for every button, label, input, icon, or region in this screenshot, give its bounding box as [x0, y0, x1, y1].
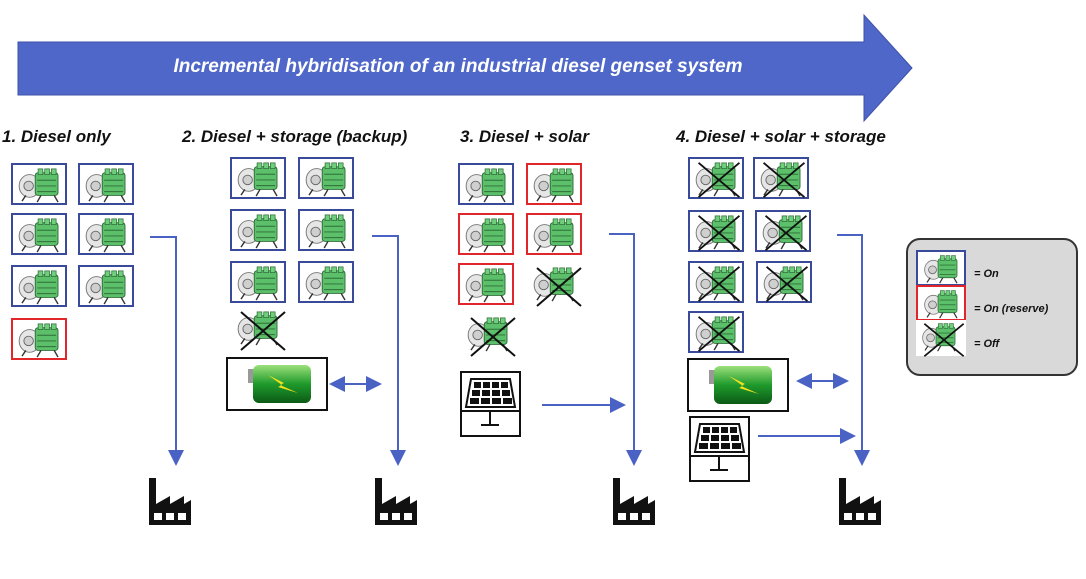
- solar-panel-icon: [462, 378, 519, 426]
- diesel-engine-icon: [85, 270, 126, 305]
- diesel-engine-icon: [305, 162, 346, 197]
- diesel-engine-icon: [85, 168, 126, 203]
- solar-box-scenario-4: [689, 416, 750, 482]
- legend: = On = On (reserve) = Off: [906, 238, 1078, 376]
- genset-reserve: [526, 213, 582, 255]
- scenario-title-2: 2. Diesel + storage (backup): [182, 127, 408, 146]
- genset-off: [232, 308, 288, 351]
- genset-off: [688, 311, 744, 353]
- scenario-title-1: 1. Diesel only: [2, 127, 111, 146]
- diesel-engine-icon: [237, 214, 278, 249]
- solar-box-scenario-3: [460, 371, 521, 437]
- legend-genset-off: [916, 320, 966, 357]
- genset-reserve: [458, 213, 514, 255]
- genset-on: [458, 163, 514, 205]
- genset-on: [298, 261, 354, 303]
- battery-icon: [248, 365, 311, 403]
- legend-label-reserve: = On (reserve): [974, 303, 1049, 315]
- off-cross-icon: [697, 215, 741, 251]
- battery-icon: [709, 366, 772, 404]
- diesel-engine-icon: [18, 168, 59, 203]
- genset-on: [78, 163, 134, 205]
- genset-on: [230, 157, 286, 199]
- diesel-engine-icon: [18, 218, 59, 253]
- genset-off: [756, 261, 812, 303]
- off-cross-icon: [697, 162, 741, 198]
- diesel-engine-icon: [18, 323, 59, 358]
- genset-on: [230, 209, 286, 251]
- genset-flow-line-4: [837, 234, 870, 466]
- diesel-engine-icon: [924, 255, 958, 284]
- genset-on: [298, 157, 354, 199]
- diesel-engine-icon: [695, 215, 736, 250]
- off-cross-icon: [765, 266, 809, 302]
- genset-reserve: [11, 318, 67, 360]
- diesel-engine-icon: [85, 218, 126, 253]
- genset-off: [753, 157, 809, 199]
- genset-on: [11, 265, 67, 307]
- off-cross-icon: [470, 317, 516, 357]
- genset-off: [462, 314, 518, 357]
- genset-off: [755, 210, 811, 252]
- legend-genset-reserve: [916, 285, 966, 321]
- off-cross-icon: [536, 267, 582, 307]
- scenario-title-3: 3. Diesel + solar: [460, 127, 589, 146]
- diesel-engine-icon: [533, 218, 574, 253]
- battery-box-scenario-2: [226, 357, 328, 411]
- genset-reserve: [458, 263, 514, 305]
- diesel-engine-icon: [237, 266, 278, 301]
- diesel-engine-icon: [465, 168, 506, 203]
- factory-icon: [149, 478, 191, 525]
- diesel-engine-icon: [305, 266, 346, 301]
- legend-label-on: = On: [974, 268, 999, 280]
- genset-flow-line-2: [372, 235, 406, 466]
- genset-reserve: [526, 163, 582, 205]
- genset-on: [11, 163, 67, 205]
- genset-flow-line-3: [609, 233, 642, 466]
- diesel-engine-icon: [465, 218, 506, 253]
- genset-on: [230, 261, 286, 303]
- battery-box-scenario-4: [687, 358, 789, 412]
- genset-off: [688, 210, 744, 252]
- off-cross-icon: [697, 316, 741, 352]
- scenario-title-4: 4. Diesel + solar + storage: [676, 127, 886, 146]
- diesel-engine-icon: [18, 270, 59, 305]
- off-cross-icon: [923, 323, 965, 357]
- solar-panel-icon: [691, 423, 748, 471]
- off-cross-icon: [240, 311, 286, 351]
- genset-on: [298, 209, 354, 251]
- factory-icon: [613, 478, 655, 525]
- factory-icon: [375, 478, 417, 525]
- off-cross-icon: [764, 215, 808, 251]
- diesel-engine-icon: [305, 214, 346, 249]
- banner-title: Incremental hybridisation of an industri…: [173, 56, 743, 77]
- legend-label-off: = Off: [974, 338, 1000, 350]
- progression-arrow: [17, 13, 913, 123]
- genset-on: [11, 213, 67, 255]
- genset-on: [78, 213, 134, 255]
- diesel-engine-icon: [924, 290, 958, 319]
- genset-on: [78, 265, 134, 307]
- off-cross-icon: [762, 162, 806, 198]
- legend-genset-on: [916, 250, 966, 286]
- diesel-engine-icon: [237, 162, 278, 197]
- factory-icon: [839, 478, 881, 525]
- genset-off: [688, 261, 744, 303]
- genset-flow-line-1: [150, 236, 184, 466]
- diesel-engine-icon: [465, 268, 506, 303]
- off-cross-icon: [697, 266, 741, 302]
- genset-off: [688, 157, 744, 199]
- genset-off: [528, 264, 584, 307]
- diesel-engine-icon: [533, 168, 574, 203]
